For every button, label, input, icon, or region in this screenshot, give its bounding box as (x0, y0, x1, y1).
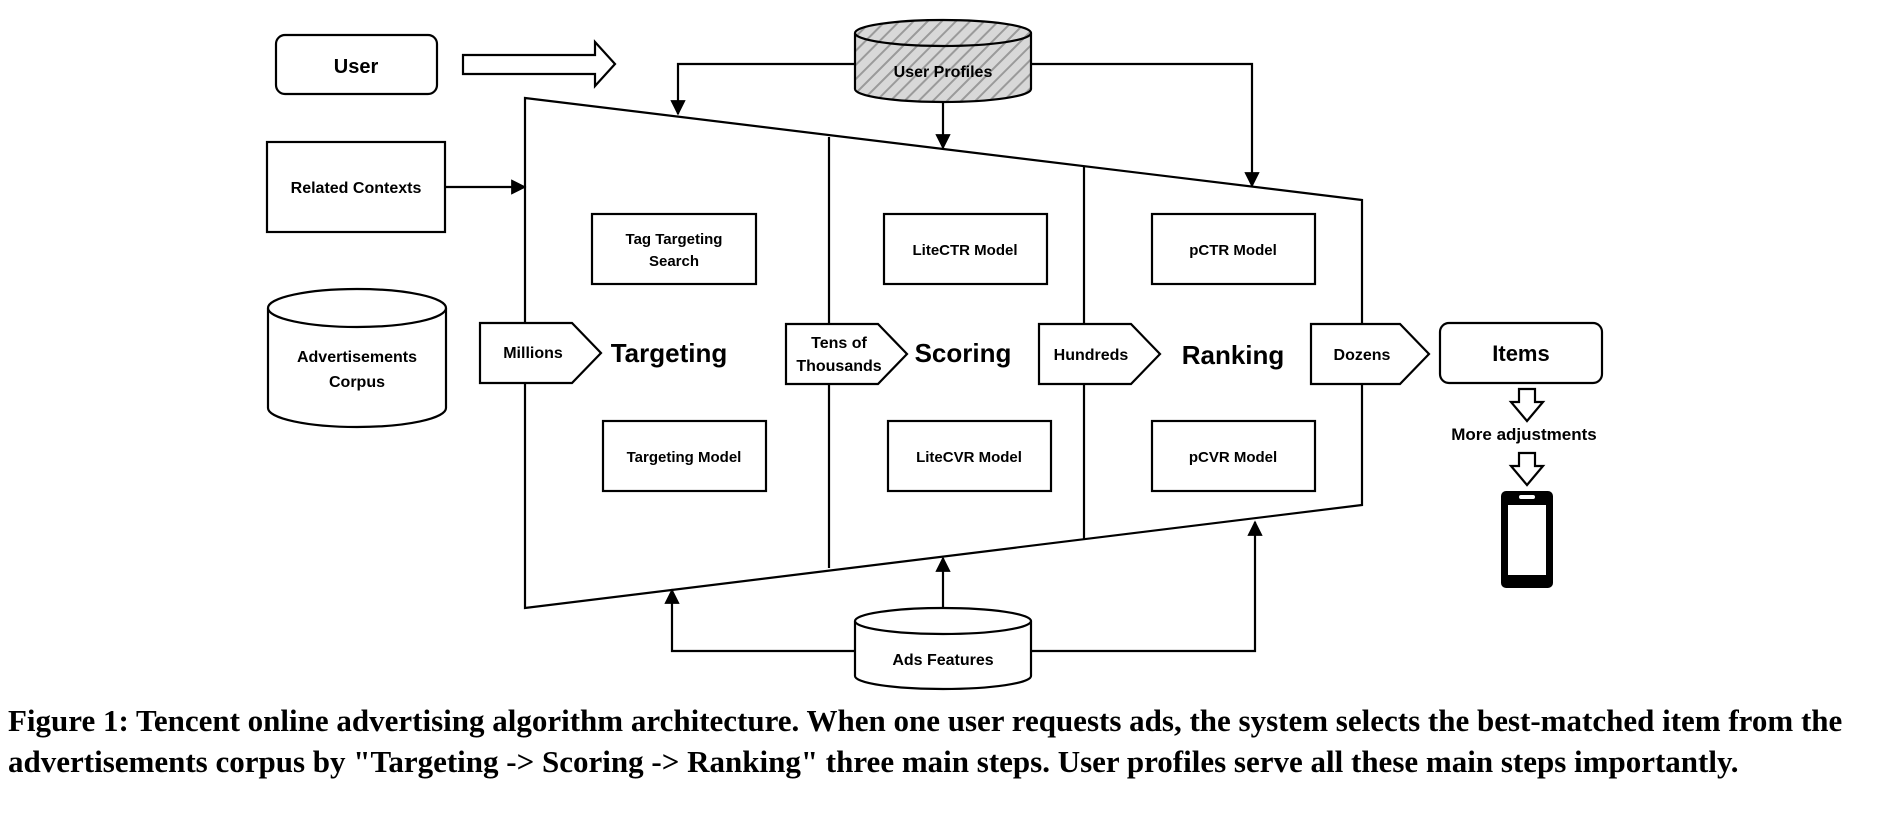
pctr-model-box (1150, 212, 1317, 286)
user-box (274, 33, 439, 96)
tens-of-thousands-label-2: Thousands (796, 358, 881, 375)
tag-targeting-search-label-1: Tag Targeting (626, 231, 723, 248)
tens-of-thousands-arrow (784, 322, 909, 386)
hundreds-arrow (1037, 322, 1162, 386)
advertisements-corpus-label-1: Advertisements (297, 349, 417, 366)
pcvr-model-box (1150, 419, 1317, 493)
user-label: User (334, 56, 379, 78)
advertisements-corpus-label-2: Corpus (329, 374, 385, 391)
user-profiles-cylinder (853, 18, 1033, 104)
targeting-model-label: Targeting Model (627, 449, 742, 466)
figure-caption: Figure 1: Tencent online advertising alg… (8, 703, 1843, 779)
user-arrow (461, 39, 617, 89)
litecvr-model-label: LiteCVR Model (916, 449, 1022, 466)
litectr-model-box (882, 212, 1049, 286)
tag-targeting-search-label-2: Search (649, 253, 699, 270)
items-box (1438, 321, 1604, 385)
millions-arrow (478, 321, 603, 385)
pcvr-model-label: pCVR Model (1189, 449, 1277, 466)
features-to-targeting-arrow (664, 588, 855, 653)
adjustments-down-arrow-icon (1508, 451, 1546, 487)
dozens-label: Dozens (1334, 347, 1391, 364)
items-down-arrow-icon (1508, 387, 1546, 423)
profiles-to-targeting-arrow (670, 62, 855, 116)
features-to-ranking-arrow (1031, 520, 1263, 653)
hundreds-label: Hundreds (1054, 347, 1129, 364)
stage-scoring-title: Scoring (915, 338, 1012, 368)
tag-targeting-search-box (590, 212, 758, 286)
more-adjustments-label: More adjustments (1451, 425, 1596, 444)
profiles-to-ranking-arrow (1031, 62, 1260, 188)
related-contexts-box (265, 140, 447, 234)
mobile-phone-icon (1501, 491, 1553, 588)
targeting-model-box (601, 419, 768, 493)
ads-features-cylinder (853, 606, 1033, 691)
stage-targeting-title: Targeting (611, 338, 728, 368)
dozens-arrow (1309, 322, 1431, 386)
litectr-model-label: LiteCTR Model (913, 242, 1018, 259)
millions-label: Millions (503, 345, 563, 362)
litecvr-model-box (886, 419, 1053, 493)
tens-of-thousands-label-1: Tens of (811, 335, 867, 352)
related-contexts-label: Related Contexts (291, 180, 422, 197)
pctr-model-label: pCTR Model (1189, 242, 1277, 259)
user-profiles-label: User Profiles (894, 64, 993, 81)
ads-features-label: Ads Features (892, 652, 993, 669)
advertisements-corpus-cylinder (266, 287, 448, 429)
stage-ranking-title: Ranking (1182, 340, 1285, 370)
architecture-diagram: User User Profiles Related Contexts Adve… (265, 18, 1604, 691)
items-label: Items (1492, 341, 1549, 366)
